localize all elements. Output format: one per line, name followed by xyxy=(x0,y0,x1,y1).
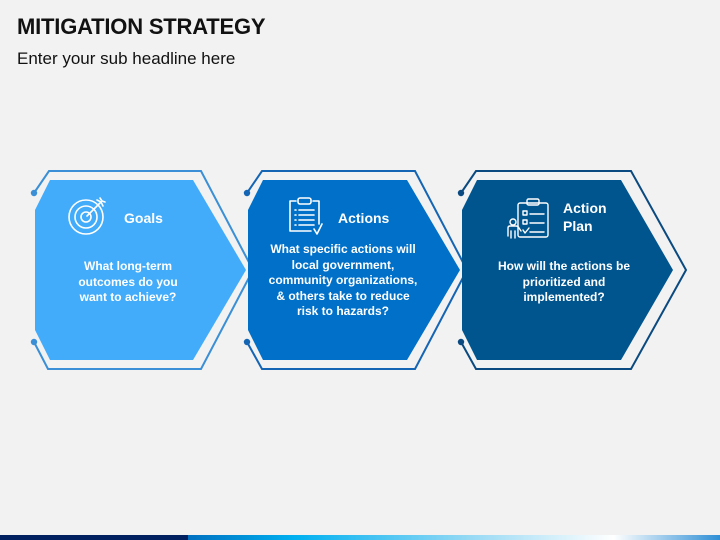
goals-heading: Goals xyxy=(124,210,163,226)
bottom-bar-dark-segment xyxy=(0,535,188,540)
slide-subtitle: Enter your sub headline here xyxy=(17,49,236,68)
slide-title: MITIGATION STRATEGY xyxy=(17,14,266,39)
actions-outline-dot-bottom xyxy=(243,338,251,346)
bottom-accent-bar xyxy=(0,535,720,540)
bottom-bar-gradient-segment xyxy=(188,535,720,540)
action-plan-outline xyxy=(460,170,688,370)
person-clipboard-icon xyxy=(507,198,549,239)
goals-outline-dot-top xyxy=(30,189,38,197)
action-plan-outline-dot-top xyxy=(457,189,465,197)
actions-outline-dot-top xyxy=(243,189,251,197)
goals-fill xyxy=(35,180,246,360)
action-plan-heading-line1: Action xyxy=(563,200,607,216)
clipboard-checklist-icon xyxy=(289,197,323,235)
action-plan-heading-line2: Plan xyxy=(563,218,593,234)
actions-description: What specific actions will local governm… xyxy=(268,242,418,318)
goals-outline-dot-bottom xyxy=(30,338,38,346)
goals-description: What long-term outcomes do you want to a… xyxy=(78,259,178,304)
target-icon xyxy=(68,197,106,235)
action-plan-description: How will the actions be prioritized and … xyxy=(497,259,631,304)
actions-heading: Actions xyxy=(338,210,390,226)
action-plan-outline-dot-bottom xyxy=(457,338,465,346)
